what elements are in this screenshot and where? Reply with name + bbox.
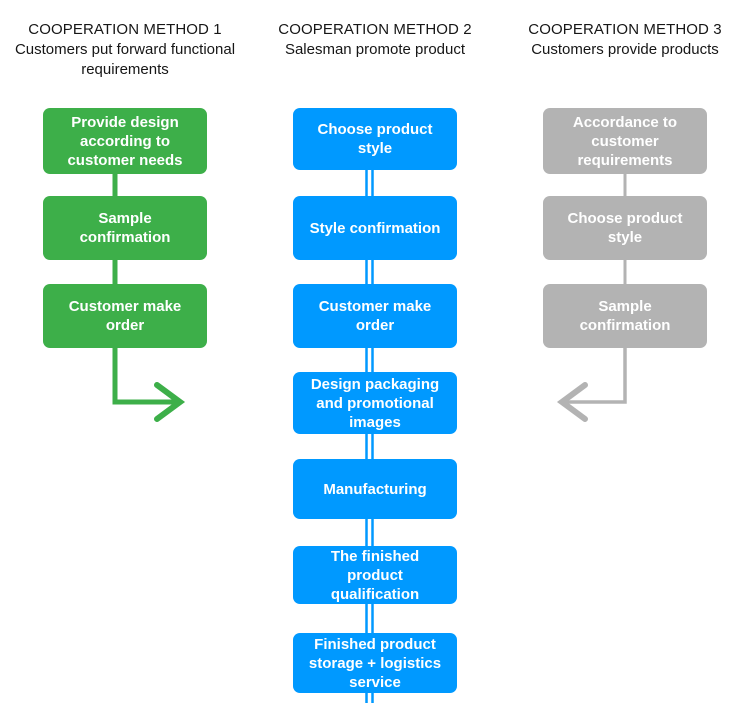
node-method-2-5[interactable]: Manufacturing — [293, 459, 457, 519]
node-label: Sample confirmation — [79, 210, 171, 246]
node-label: Manufacturing — [323, 480, 427, 498]
node-label: Design packaging and promotional images — [310, 375, 440, 431]
node-method-2-3[interactable]: Customer make order — [293, 284, 457, 348]
elbow-arrow-left-icon — [556, 345, 627, 422]
node-method-3-1[interactable]: Accordance to customer requirements — [543, 108, 707, 174]
node-method-2-7[interactable]: Finished product storage + logistics ser… — [293, 633, 457, 693]
node-label: Provide design according to customer nee… — [67, 113, 183, 169]
node-label: Customer make order — [68, 298, 182, 334]
column-method-2: COOPERATION METHOD 2 Salesman promote pr… — [250, 0, 500, 703]
node-label: Sample confirmation — [579, 298, 671, 334]
node-method-1-2[interactable]: Sample confirmation — [43, 196, 207, 260]
column-title-method-1: COOPERATION METHOD 1 — [28, 21, 222, 38]
node-label: Style confirmation — [309, 219, 441, 237]
node-method-2-1[interactable]: Choose product style — [293, 108, 457, 170]
node-method-1-1[interactable]: Provide design according to customer nee… — [43, 108, 207, 174]
elbow-arrow-right-icon — [112, 345, 186, 422]
column-title-method-3: COOPERATION METHOD 3 — [528, 21, 722, 38]
node-label: Finished product storage + logistics ser… — [308, 635, 442, 691]
node-method-1-3[interactable]: Customer make order — [43, 284, 207, 348]
column-method-1: COOPERATION METHOD 1 Customers put forwa… — [0, 0, 250, 703]
column-header-method-1: COOPERATION METHOD 1 Customers put forwa… — [0, 20, 250, 80]
node-method-3-2[interactable]: Choose product style — [543, 196, 707, 260]
node-label: The finished product qualification — [330, 547, 420, 603]
node-label: Choose product style — [567, 210, 683, 246]
connectors-method-1 — [112, 170, 186, 422]
node-method-2-4[interactable]: Design packaging and promotional images — [293, 372, 457, 434]
node-method-3-3[interactable]: Sample confirmation — [543, 284, 707, 348]
node-method-2-6[interactable]: The finished product qualification — [293, 546, 457, 604]
column-header-method-3: COOPERATION METHOD 3 Customers provide p… — [500, 20, 750, 60]
node-label: Accordance to customer requirements — [572, 113, 678, 169]
column-subtitle-method-1: Customers put forward functional require… — [14, 41, 236, 78]
column-method-3: COOPERATION METHOD 3 Customers provide p… — [500, 0, 750, 703]
node-method-2-2[interactable]: Style confirmation — [293, 196, 457, 260]
column-title-method-2: COOPERATION METHOD 2 — [278, 21, 472, 38]
node-label: Customer make order — [318, 298, 432, 334]
node-label: Choose product style — [317, 121, 433, 157]
connectors-method-3 — [556, 170, 627, 422]
column-subtitle-method-3: Customers provide products — [531, 41, 719, 58]
column-header-method-2: COOPERATION METHOD 2 Salesman promote pr… — [250, 20, 500, 60]
column-subtitle-method-2: Salesman promote product — [284, 41, 466, 58]
